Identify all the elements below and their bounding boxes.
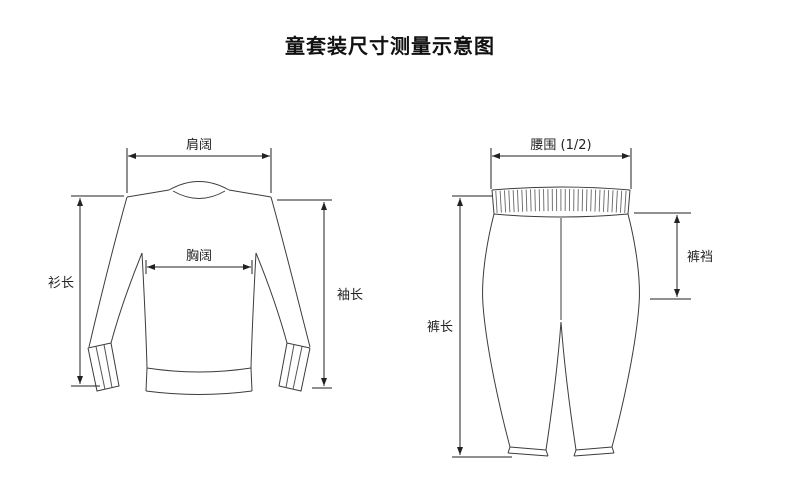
chest-width-dimension: 胸阔 xyxy=(145,249,253,274)
collar-inner xyxy=(172,190,226,199)
waist-dimension: 腰围 (1/2) xyxy=(490,138,632,189)
pants-length-label: 裤长 xyxy=(427,320,453,335)
shirt-length-dimension: 衫长 xyxy=(48,195,124,387)
pants-length-dimension: 裤长 xyxy=(427,195,512,458)
shirt-length-label: 衫长 xyxy=(48,276,74,291)
chest-width-label: 胸阔 xyxy=(186,249,212,264)
sleeve-length-dimension: 袖长 xyxy=(277,199,363,389)
shoulder-width-label: 肩阔 xyxy=(186,137,212,153)
collar-outer xyxy=(168,181,230,191)
sleeve-length-label: 袖长 xyxy=(337,288,363,303)
page-title: 童套装尺寸测量示意图 xyxy=(285,34,495,58)
crotch-label: 裤裆 xyxy=(687,250,713,265)
sweater-outline xyxy=(87,181,311,395)
shoulder-width-dimension: 肩阔 xyxy=(126,137,272,193)
pants-outline xyxy=(482,186,640,457)
crotch-dimension: 裤裆 xyxy=(634,212,713,300)
waistband-ribbing xyxy=(495,189,627,213)
waist-label: 腰围 (1/2) xyxy=(530,138,591,153)
